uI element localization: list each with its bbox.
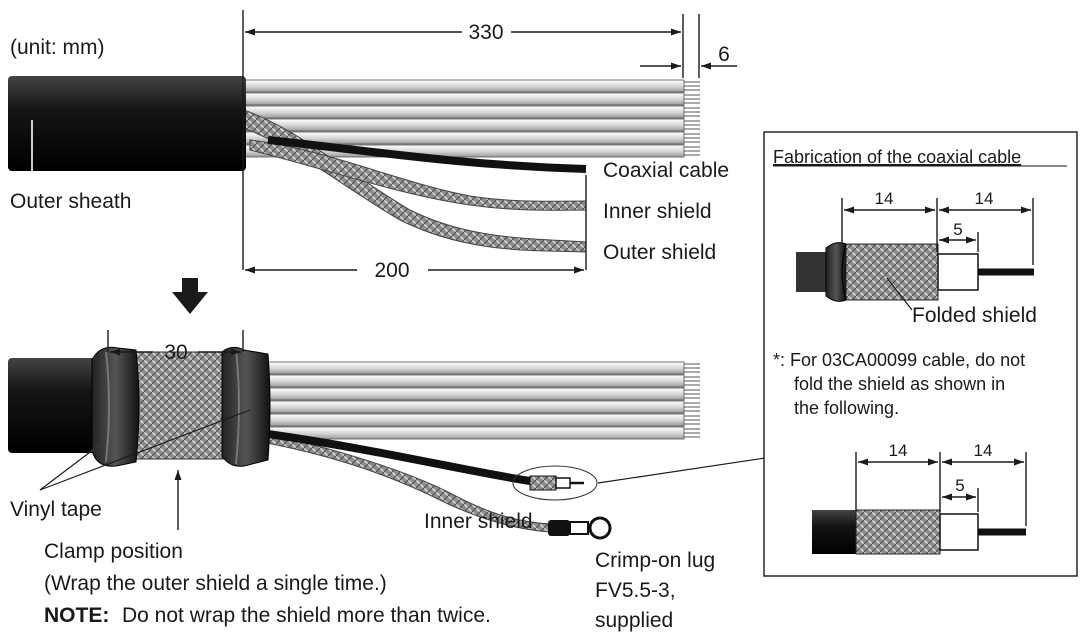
inset-dimensions-1 [841, 198, 1034, 265]
down-arrow-icon [172, 278, 208, 314]
top-cable [8, 76, 700, 253]
label-coaxial-cable: Coaxial cable [603, 159, 729, 182]
vinyl-tape-leader-1 [39, 439, 107, 491]
unfolded-coax-drawing [812, 509, 1026, 555]
inset-box [763, 131, 1078, 577]
bottom-cable [8, 346, 766, 540]
vinyl-tape-left [91, 346, 140, 467]
unit-note: (unit: mm) [10, 36, 105, 59]
inset-dim2-a: 14 [889, 441, 908, 460]
inset-dim-a: 14 [875, 189, 894, 208]
label-vinyl-tape: Vinyl tape [10, 498, 102, 521]
label-outer-sheath: Outer sheath [10, 190, 131, 213]
callout-leader [597, 457, 766, 484]
dim-330: 330 [468, 21, 503, 44]
label-inner-shield-bottom: Inner shield [424, 510, 533, 533]
label-folded-shield: Folded shield [912, 304, 1037, 327]
inset-title: Fabrication of the coaxial cable [773, 147, 1021, 167]
inset-dim2-c: 5 [955, 476, 964, 495]
vinyl-tape-leader-2 [39, 409, 251, 491]
label-lug-1: Crimp-on lug [595, 549, 715, 572]
top-outer-sheath [8, 76, 246, 171]
bottom-dimensions [107, 330, 244, 356]
inset-dimensions-2 [855, 452, 1027, 526]
inset-note-2: fold the shield as shown in [794, 374, 1005, 394]
label-clamp-position: Clamp position [44, 540, 183, 563]
dim-6: 6 [718, 43, 730, 66]
note-text: Do not wrap the shield more than twice. [122, 604, 491, 627]
note-prefix: NOTE: [44, 604, 109, 627]
inset-dim-c: 5 [953, 220, 962, 239]
inset-note-1: *: For 03CA00099 cable, do not [773, 350, 1025, 370]
label-inner-shield: Inner shield [603, 200, 712, 223]
top-dimensions [242, 10, 737, 274]
label-lug-3: supplied [595, 609, 673, 632]
folded-shield-leader [886, 277, 913, 311]
bottom-core-bundle [243, 361, 700, 440]
label-outer-shield: Outer shield [603, 241, 716, 264]
dim-200: 200 [374, 259, 409, 282]
bottom-coax-wire [267, 430, 531, 485]
inset-dim-b: 14 [975, 189, 994, 208]
vinyl-tape-right [221, 346, 271, 467]
top-coax-wire [267, 136, 587, 173]
label-wrap-note: (Wrap the outer shield a single time.) [44, 572, 387, 595]
inset-note-3: the following. [794, 398, 899, 418]
folded-coax-drawing [796, 242, 1034, 302]
label-lug-2: FV5.5-3, [595, 579, 676, 602]
dim-30: 30 [164, 341, 187, 364]
inset-dim2-b: 14 [974, 441, 993, 460]
coax-detail-mini [512, 465, 598, 501]
top-core-bundle [243, 79, 700, 158]
crimp-on-lug [548, 516, 612, 540]
